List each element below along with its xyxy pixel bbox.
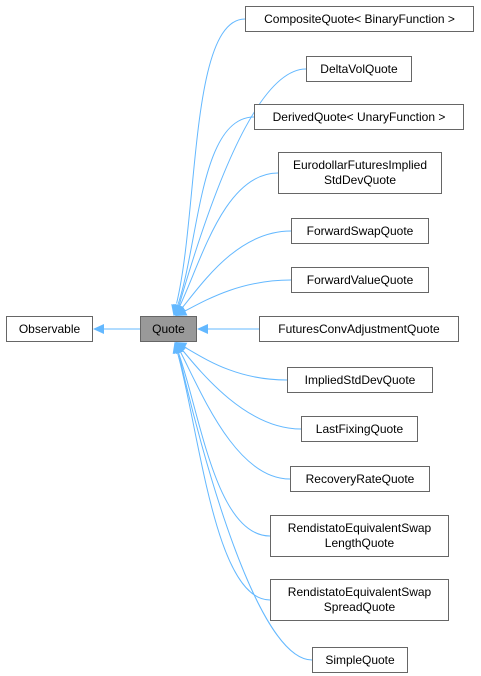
edge-derived-5 [178, 279, 292, 315]
node-forward-swap-quote[interactable]: ForwardSwapQuote [291, 218, 429, 244]
edge-derived-9 [177, 347, 291, 480]
edge-derived-7 [178, 343, 288, 381]
node-delta-vol-quote[interactable]: DeltaVolQuote [306, 56, 412, 82]
edge-derived-0 [176, 18, 246, 304]
edge-derived-3 [177, 172, 279, 311]
arrow-observable [93, 324, 104, 334]
node-implied-stddev-quote[interactable]: ImpliedStdDevQuote [287, 367, 433, 393]
edge-derived-8 [178, 345, 302, 430]
arrow-quote-12 [173, 342, 184, 354]
node-last-fixing-quote[interactable]: LastFixingQuote [301, 416, 418, 442]
edge-derived-12 [178, 355, 313, 661]
edge-derived-4 [178, 230, 292, 313]
edge-derived-2 [176, 116, 255, 308]
node-futures-conv-adjustment-quote[interactable]: FuturesConvAdjustmentQuote [259, 316, 459, 342]
edge-derived-10 [177, 349, 271, 537]
node-recovery-rate-quote[interactable]: RecoveryRateQuote [290, 466, 430, 492]
edge-derived-11 [177, 352, 271, 601]
arrow-quote-6 [197, 324, 208, 334]
node-rendistato-equivalent-swap-length-quote[interactable]: RendistatoEquivalentSwap LengthQuote [270, 515, 449, 557]
node-forward-value-quote[interactable]: ForwardValueQuote [291, 267, 429, 293]
node-quote[interactable]: Quote [140, 316, 197, 342]
node-observable[interactable]: Observable [6, 316, 93, 342]
node-simple-quote[interactable]: SimpleQuote [312, 647, 408, 673]
node-composite-quote[interactable]: CompositeQuote< BinaryFunction > [245, 6, 474, 32]
arrow-quote-5 [175, 306, 188, 316]
edge-derived-1 [178, 68, 307, 306]
node-eurodollar-futures-implied-stddev-quote[interactable]: EurodollarFuturesImplied StdDevQuote [278, 152, 442, 194]
node-rendistato-equivalent-swap-spread-quote[interactable]: RendistatoEquivalentSwap SpreadQuote [270, 579, 449, 621]
node-derived-quote[interactable]: DerivedQuote< UnaryFunction > [254, 104, 464, 130]
